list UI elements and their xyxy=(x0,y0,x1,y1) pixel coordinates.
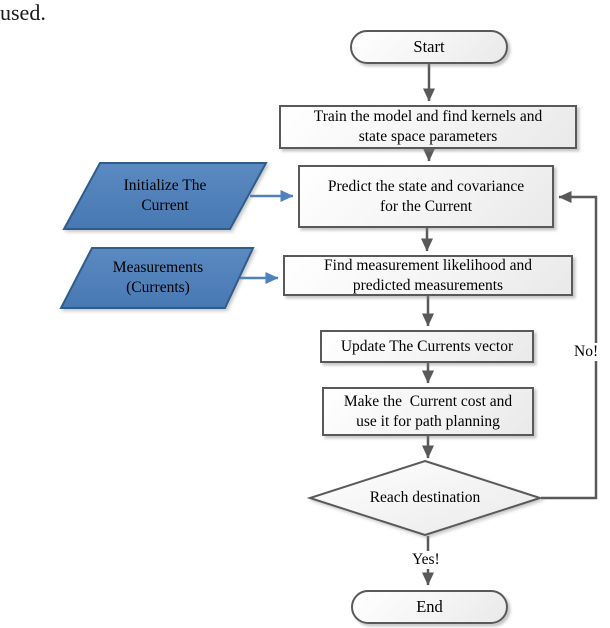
train-label-line2: state space parameters xyxy=(358,128,498,145)
measurements-label-line2: (Currents) xyxy=(126,279,190,296)
io-initialize-current-label: Initialize The Current xyxy=(65,166,265,226)
find-label-line2: predicted measurements xyxy=(352,276,504,294)
edge-label-yes: Yes! xyxy=(410,551,442,569)
io-measurements-currents-shape xyxy=(59,247,255,309)
predict-label-line1: Predict the state and covariance xyxy=(327,177,525,195)
initialize-label-line1: Initialize The xyxy=(123,177,207,195)
initialize-label-line2: Current xyxy=(141,197,189,214)
process-make-cost: Make the Current cost and use it for pat… xyxy=(322,387,534,436)
start-label: Start xyxy=(413,36,445,56)
terminator-start: Start xyxy=(350,30,508,64)
decision-label: Reach destination xyxy=(369,489,481,507)
decision-reach-destination-shape xyxy=(306,459,544,537)
make-label-line1: Make the Current cost and xyxy=(343,392,513,410)
update-label: Update The Currents vector xyxy=(340,337,514,355)
train-label-line1: Train the model and find kernels and xyxy=(313,108,543,126)
process-train-model: Train the model and find kernels and sta… xyxy=(279,105,577,149)
process-find-likelihood: Find measurement likelihood and predicte… xyxy=(283,255,573,296)
io-measurements-currents-label: Measurements (Currents) xyxy=(58,250,258,306)
predict-label-line2: for the Current xyxy=(379,197,473,215)
find-label-line1: Find measurement likelihood and xyxy=(324,256,532,274)
process-predict-state: Predict the state and covariance for the… xyxy=(298,165,554,228)
terminator-end: End xyxy=(351,590,508,624)
end-label: End xyxy=(416,596,443,616)
page-text-fragment: used. xyxy=(0,0,46,25)
make-label-line2: use it for path planning xyxy=(356,412,500,430)
edge-label-no: No! xyxy=(572,343,601,361)
io-initialize-current-shape xyxy=(62,162,268,230)
process-update-currents: Update The Currents vector xyxy=(320,330,534,363)
decision-reach-destination-label: Reach destination xyxy=(310,463,540,533)
measurements-label-line1: Measurements xyxy=(112,259,204,277)
